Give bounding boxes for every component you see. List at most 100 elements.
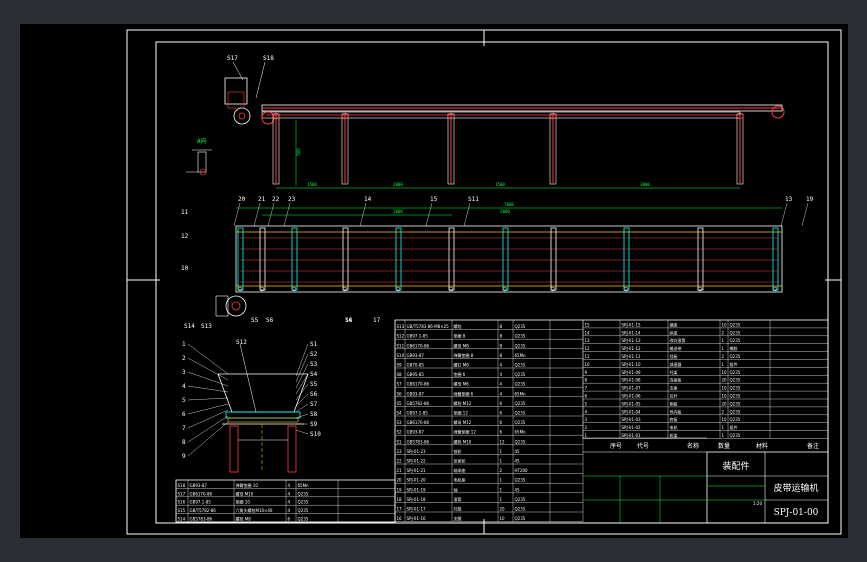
bom-cell: 螺母 M8: [454, 342, 470, 348]
header-material: 材料: [756, 442, 768, 450]
bom-cell: 1: [585, 433, 588, 438]
bom-cell: 65Mn: [298, 483, 310, 488]
plan-bolt: [237, 286, 243, 292]
bom-cell: 螺母 M6: [454, 381, 470, 387]
bom-cell: 滚筒: [454, 496, 462, 502]
callout-cross-right: S1: [310, 341, 318, 348]
callout-plan-left: 11: [181, 209, 189, 216]
header-row: 序号 代号 名称 数量 材料 备注: [583, 437, 819, 453]
bom-cell: 11: [585, 354, 591, 359]
callout-plan-left: S6: [266, 317, 274, 324]
plan-crossmember: [697, 227, 704, 291]
callout-leader: [187, 421, 229, 457]
dim-side-4: 3000: [640, 182, 650, 187]
callout-leader: [295, 413, 309, 419]
callout-leader: [295, 373, 309, 395]
bom-cell: 20: [722, 401, 728, 406]
bom-cell: Q235: [515, 478, 526, 483]
bom-cell: SPJ-01-05: [622, 401, 642, 406]
bom-cell: 8: [500, 353, 503, 358]
callout-cross-right: S2: [310, 351, 318, 358]
bom-cell: 4: [288, 483, 291, 488]
detail-view-a: A向: [186, 137, 212, 176]
bom-cell: 六角头螺栓M10×40: [236, 507, 273, 513]
bom-cell: 垫圈 12: [454, 410, 469, 416]
callout-leader: [780, 202, 788, 227]
bom-cell: 张紧轮: [454, 458, 466, 464]
bom-cell: 1: [500, 487, 503, 492]
callout-cross-right: S5: [310, 381, 318, 388]
bom-cell: 2: [585, 425, 588, 430]
bom-cell: GB5782-86: [407, 401, 430, 406]
callout-plan-left: 10: [181, 265, 189, 272]
view-label-a: A向: [197, 137, 207, 145]
callout-leader: [253, 202, 261, 227]
plan-bolt: [697, 286, 703, 292]
bom-cell: SPJ-01-16: [407, 516, 427, 521]
callout-leader: [233, 202, 241, 227]
header-name: 名称: [687, 442, 699, 450]
bom-cell: 10: [722, 370, 728, 375]
callout-leader: [295, 353, 309, 383]
callout-plan-top: 22: [272, 196, 280, 203]
callout-cross-left: 4: [182, 383, 186, 390]
bom-cell: 螺母 M10: [236, 490, 254, 496]
plan-crossmember: [550, 227, 557, 291]
bom-cell: Q235: [730, 330, 741, 335]
callout-leader: [267, 202, 275, 227]
callout-plan-top: 21: [258, 196, 266, 203]
callout-plan-left: S13: [201, 323, 212, 330]
bom-cell: 13: [585, 338, 591, 343]
bom-cell: Q235: [298, 508, 309, 513]
header-seq: 序号: [610, 442, 622, 450]
callout-plan-bottom: 16: [345, 317, 353, 324]
bom-cell: 9: [585, 370, 588, 375]
bom-cell: Q235: [515, 516, 526, 521]
bom-cell: 3: [585, 417, 588, 422]
bom-cell: 弹簧垫圈 6: [454, 390, 474, 396]
bom-cell: 65Mn: [515, 391, 527, 396]
plan-bolt: [502, 286, 508, 292]
bom-cell: Q235: [515, 507, 526, 512]
bom-cell: 纵梁: [670, 329, 678, 335]
callout-leader: [283, 202, 291, 227]
bom-cell: GB93-87: [407, 391, 425, 396]
bom-cell: 垫圈 10: [236, 499, 251, 505]
bom-cell: SPJ-01-06: [622, 394, 642, 399]
bom-cell: 10: [722, 322, 728, 327]
callout-plan-top: 14: [364, 196, 372, 203]
bom-cell: 6: [500, 430, 503, 435]
callout-leader: [295, 363, 309, 389]
plan-crossmember: [291, 227, 298, 291]
callout-leader: [463, 202, 471, 227]
bom-cell: 螺栓 M10: [454, 438, 472, 444]
bom-cell: 组件: [730, 424, 738, 430]
bom-cell: 电机: [670, 424, 678, 430]
bom-cell: 6: [585, 394, 588, 399]
bom-cell: 4: [500, 391, 503, 396]
scale-value: 1:20: [753, 501, 762, 506]
bom-cell: 螺栓 M12: [454, 400, 472, 406]
dim-plan-b: 2000: [500, 209, 510, 214]
bom-cell: 导向板: [670, 408, 682, 414]
bom-cell: 12: [585, 346, 591, 351]
bom-cell: GB6170-86: [407, 382, 430, 387]
bom-cell: 12: [500, 439, 506, 444]
callout-cross-right: S9: [310, 421, 318, 428]
callout-leader: [295, 403, 309, 413]
bom-cell: 21: [397, 468, 403, 473]
callout-leader: [187, 415, 229, 443]
bom-cell: SPJ-01-02: [622, 425, 642, 430]
bom-cell: 轴承座: [454, 467, 466, 473]
bom-cell: SPJ-01-09: [622, 370, 642, 375]
callout-leader: [295, 429, 309, 435]
callout-plan-top: 13: [785, 196, 793, 203]
bom-cell: 1: [500, 459, 503, 464]
bom-cell: S16: [178, 500, 186, 505]
bom-cell: S7: [397, 382, 403, 387]
bom-cell: 1: [500, 497, 503, 502]
bom-cell: 15: [585, 322, 591, 327]
dim-side-height: 500: [296, 148, 301, 156]
